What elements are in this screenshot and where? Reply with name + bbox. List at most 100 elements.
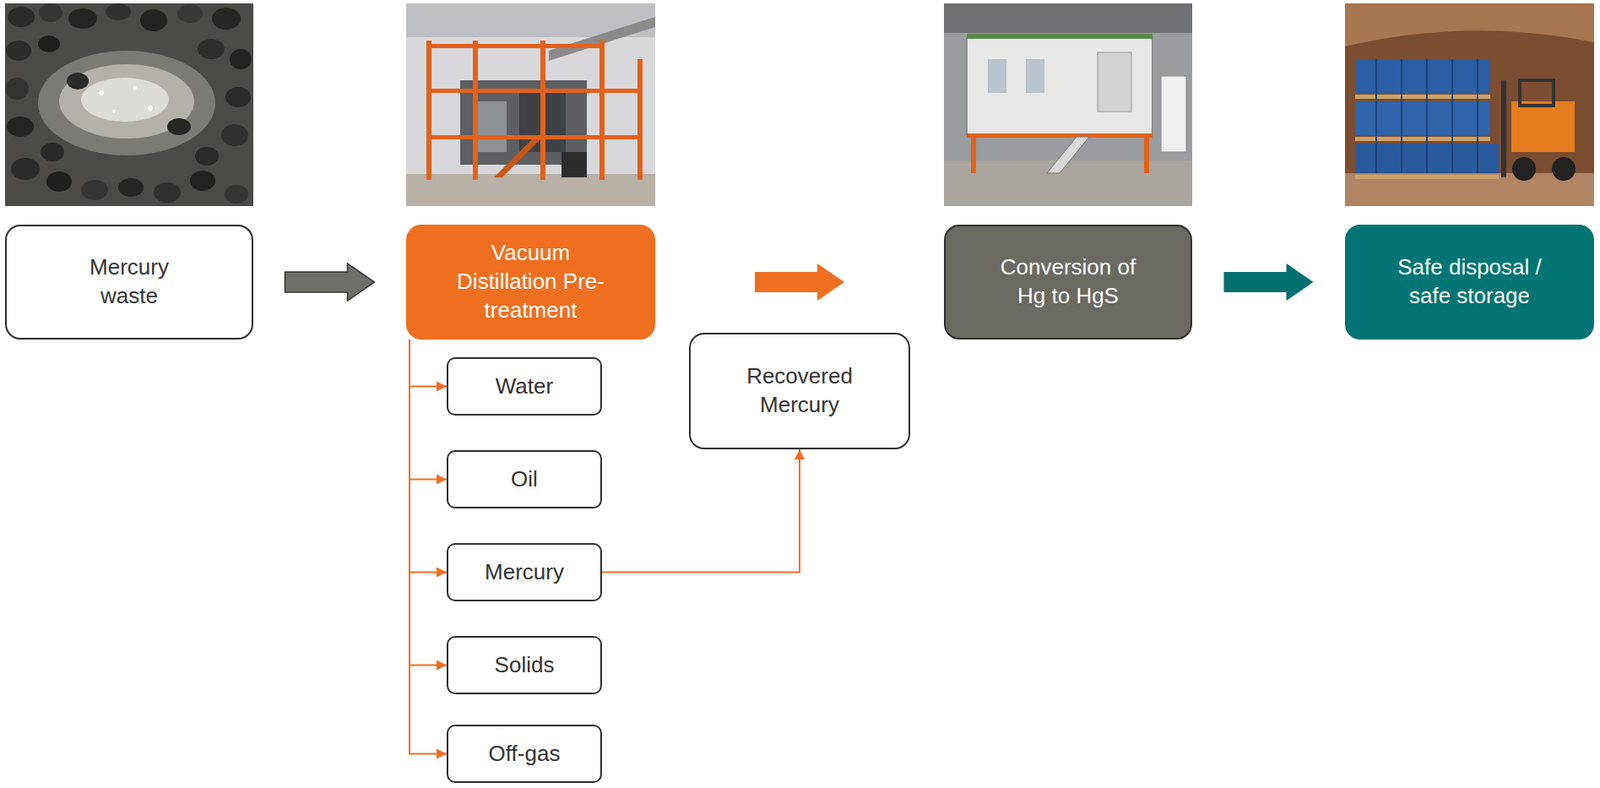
waste-photo-part	[5, 40, 32, 61]
conversion-plant-photo-part	[970, 135, 977, 174]
distillation-plant-photo	[406, 3, 656, 207]
distillation-plant-photo-part	[426, 88, 643, 93]
waste-photo-part	[66, 72, 89, 90]
conversion-plant-photo-part	[1144, 135, 1150, 174]
storage-mine-photo-part	[1400, 59, 1403, 174]
waste-photo	[5, 3, 254, 207]
output-box: Solids	[446, 635, 603, 695]
storage-mine-photo-part	[1519, 80, 1554, 106]
output-box: Water	[446, 357, 603, 416]
conversion-plant-photo-part	[966, 33, 1153, 39]
conversion-plant-photo-part	[943, 3, 1193, 33]
conversion-plant-photo	[943, 3, 1193, 207]
distillation-plant-photo-part	[493, 139, 541, 178]
flow-arrow	[285, 263, 375, 301]
conversion-plant-photo-part	[1097, 52, 1132, 112]
box-label: Water	[495, 372, 554, 402]
branch-connector	[409, 339, 447, 573]
distillation-plant-photo-part	[599, 40, 605, 180]
conversion-plant-photo-part	[1160, 75, 1187, 152]
storage-mine-photo-part	[1551, 157, 1576, 181]
output-box: Safe disposal / safe storage	[1345, 224, 1595, 340]
waste-photo-part	[105, 3, 131, 21]
waste-photo-part	[211, 7, 241, 30]
box-label: Vacuum Distillation Pre-treatment	[446, 238, 616, 325]
waste-photo-part	[81, 77, 169, 122]
waste-photo-part	[6, 116, 34, 137]
input-box: Mercury waste	[5, 224, 254, 340]
distillation-plant-photo-part	[426, 135, 643, 140]
conversion-plant-photo-part	[966, 133, 1153, 138]
text-wrap: Solids	[494, 650, 555, 680]
waste-photo-part	[221, 124, 249, 147]
box-label: Recovered Mercury	[736, 362, 863, 420]
box-label: Mercury waste	[65, 253, 193, 311]
text-wrap: Vacuum Distillation Pre-treatment	[446, 238, 616, 325]
waste-photo-part	[40, 142, 65, 162]
box-label: Mercury	[484, 558, 565, 587]
conversion-plant-photo-part	[943, 3, 1193, 207]
box-label: Conversion of Hg to HgS	[983, 253, 1153, 311]
storage-mine-photo-part	[1476, 59, 1479, 174]
distillation-plant-photo-part	[406, 3, 656, 207]
waste-photo-part	[177, 4, 203, 23]
output-box: Mercury	[446, 542, 603, 602]
distillation-plant-photo-part	[561, 151, 587, 178]
waste-photo-part	[112, 109, 116, 114]
waste-photo-part	[68, 8, 98, 29]
conversion-plant-photo-part	[987, 59, 1007, 93]
branch-connector	[409, 339, 447, 754]
storage-mine-photo-part	[1501, 80, 1507, 178]
text-wrap: Oil	[510, 465, 538, 494]
waste-photo-part	[167, 118, 191, 136]
conversion-plant-photo-part	[1025, 59, 1045, 93]
waste-photo-part	[229, 48, 252, 70]
process-box: Conversion of Hg to HgS	[943, 224, 1193, 340]
distillation-plant-photo-part	[472, 40, 478, 180]
waste-photo-part	[7, 6, 35, 28]
conversion-plant-photo-part	[966, 37, 1153, 136]
waste-photo-part	[189, 170, 216, 191]
text-wrap: Safe disposal / safe storage	[1385, 253, 1555, 311]
text-wrap: Mercury	[484, 558, 565, 587]
waste-photo-part	[46, 171, 72, 192]
product-box: Recovered Mercury	[688, 332, 911, 450]
text-wrap: Off-gas	[488, 739, 561, 769]
text-wrap: Recovered Mercury	[736, 362, 863, 420]
flow-arrow	[754, 263, 845, 301]
storage-mine-photo-part	[1426, 59, 1428, 174]
branch-connector	[409, 339, 447, 387]
distillation-plant-photo-part	[426, 40, 432, 180]
flow-arrow	[1224, 263, 1314, 301]
storage-mine-photo-part	[1345, 3, 1595, 207]
box-label: Solids	[494, 650, 555, 680]
waste-photo-part	[10, 157, 40, 180]
storage-mine-photo-part	[1355, 174, 1499, 179]
waste-photo-part	[118, 178, 144, 197]
box-label: Oil	[510, 465, 538, 494]
storage-mine-photo-part	[1512, 157, 1536, 181]
waste-photo-part	[37, 35, 60, 53]
branch-connector	[409, 339, 447, 666]
waste-photo-part	[140, 9, 168, 32]
waste-photo-part	[153, 182, 181, 203]
storage-mine-photo-part	[1345, 3, 1595, 47]
waste-photo-part	[224, 184, 249, 204]
branch-connector	[602, 449, 800, 573]
box-label: Safe disposal / safe storage	[1385, 253, 1555, 311]
waste-photo-part	[5, 3, 254, 207]
distillation-plant-photo-part	[540, 40, 546, 180]
waste-photo-part	[195, 146, 219, 166]
waste-photo-part	[197, 38, 225, 60]
branch-connector	[409, 339, 447, 480]
conversion-plant-photo-part	[1046, 136, 1090, 174]
storage-mine-photo-part	[1451, 59, 1454, 174]
conversion-plant-photo-part	[943, 160, 1193, 207]
distillation-plant-photo-part	[406, 173, 656, 207]
text-wrap: Mercury waste	[65, 253, 193, 311]
waste-photo-part	[37, 50, 216, 156]
waste-photo-part	[225, 86, 251, 108]
distillation-plant-photo-part	[637, 59, 643, 180]
process-box: Vacuum Distillation Pre-treatment	[406, 224, 656, 340]
